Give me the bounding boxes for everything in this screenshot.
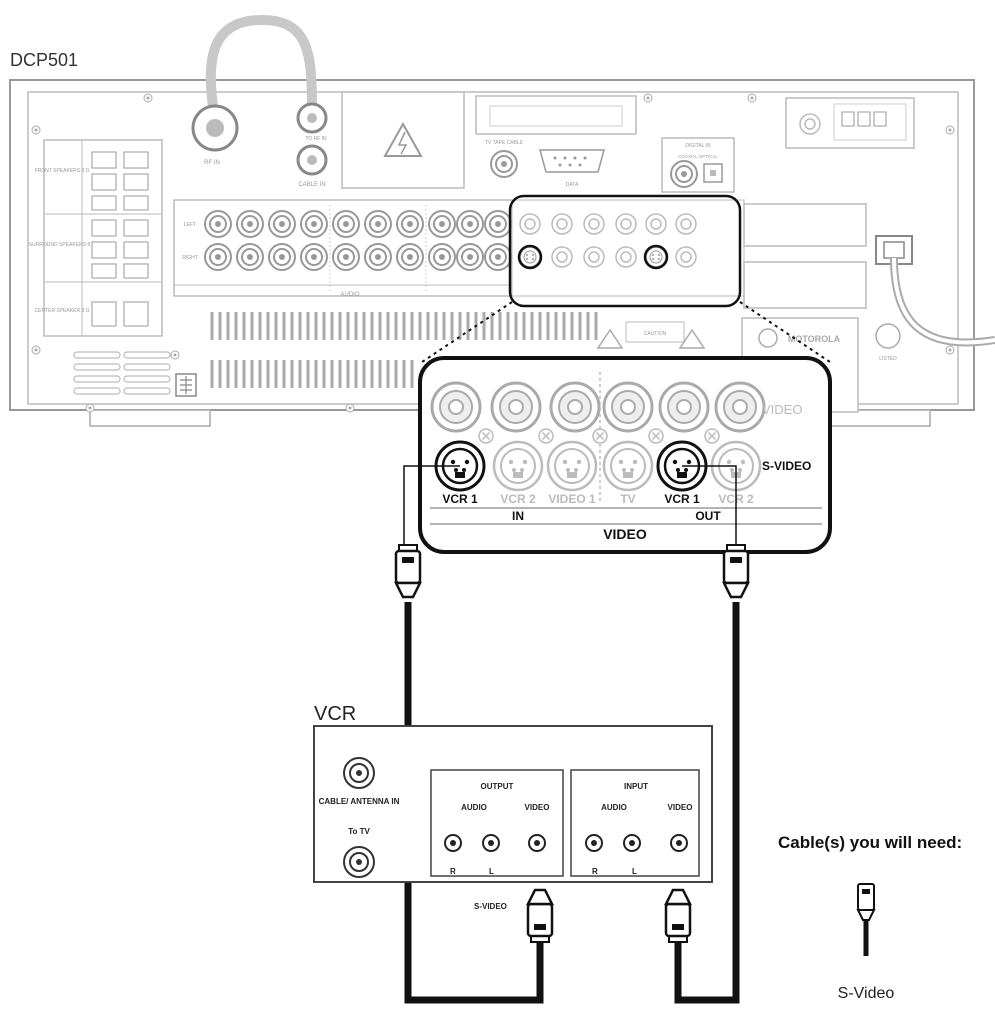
zoom-jack-label: VCR 2 [500, 492, 536, 506]
input-r-label: R [592, 867, 598, 876]
cable-antenna-in-label: CABLE/ ANTENNA IN [319, 797, 400, 806]
data-port-label: DATA [566, 182, 579, 188]
receiver-rear-panel: DCP501 FRONT SPEAKERS 8 Ω SURROUND SPEAK… [9, 14, 995, 427]
video-section-label: VIDEO [603, 526, 647, 542]
to-rf-in-label: TO RF IN [305, 136, 327, 142]
svideo-plug [526, 888, 554, 944]
output-title: OUTPUT [481, 782, 514, 791]
to-tv-label: To TV [348, 827, 370, 836]
output-svideo-label: S-VIDEO [474, 902, 507, 911]
coaxial-optical-label: COAXIAL OPTICAL [678, 154, 718, 159]
caution-label: CAUTION [644, 331, 667, 337]
front-speakers-label: FRONT SPEAKERS 8 Ω [35, 168, 90, 174]
audio-section-label: AUDIO [340, 292, 359, 298]
receiver-model-label: DCP501 [10, 50, 78, 70]
input-video-label: VIDEO [668, 803, 693, 812]
cable-in-label: CABLE IN [298, 182, 325, 188]
cables-needed-heading: Cable(s) you will need: [778, 833, 962, 852]
surround-speakers-label: SURROUND SPEAKERS 8 Ω [29, 242, 96, 248]
tv-tape-cable-label: TV TAPE CABLE [485, 140, 524, 146]
input-audio-label: AUDIO [601, 803, 627, 812]
output-r-label: R [450, 867, 456, 876]
in-group-label: IN [512, 509, 524, 523]
svideo-plug [394, 543, 422, 599]
right-channel-label: RIGHT [182, 255, 198, 261]
video-section-highlight [508, 194, 742, 308]
digital-in-label: DIGITAL IN [685, 143, 711, 149]
center-speaker-label: CENTER SPEAKER 8 Ω [35, 308, 90, 314]
output-audio-label: AUDIO [461, 803, 487, 812]
video-row-label: VIDEO [762, 402, 802, 417]
rf-in-label: RF IN [204, 160, 220, 166]
svideo-cable-icon [856, 883, 876, 956]
cables-needed-legend: Cable(s) you will need: S-Video [778, 833, 962, 1002]
input-title: INPUT [624, 782, 648, 791]
left-channel-label: LEFT [184, 222, 196, 228]
input-l-label: L [632, 867, 637, 876]
zoom-jack-label: VIDEO 1 [548, 492, 596, 506]
zoom-jack-label: VCR 1 [664, 492, 700, 506]
output-video-label: VIDEO [525, 803, 550, 812]
zoom-jack-label: TV [620, 492, 635, 506]
video-jacks-zoom-panel: VIDEO S-VIDEO VCR 1 VCR 2 VIDEO 1 TV VCR… [418, 356, 832, 554]
vcr-rear-panel: VCR CABLE/ ANTENNA IN To TV OUTPUT AUDIO… [313, 703, 713, 944]
svideo-row-label: S-VIDEO [762, 459, 811, 473]
svideo-cable-label: S-Video [838, 985, 895, 1002]
svideo-plug [664, 888, 692, 944]
output-l-label: L [489, 867, 494, 876]
listed-mark-label: LISTED [879, 356, 897, 362]
svideo-plug [722, 543, 750, 599]
zoom-jack-label: VCR 1 [442, 492, 478, 506]
motorola-brand-label: MOTOROLA [788, 334, 841, 344]
out-group-label: OUT [695, 509, 721, 523]
vcr-title: VCR [314, 703, 356, 725]
